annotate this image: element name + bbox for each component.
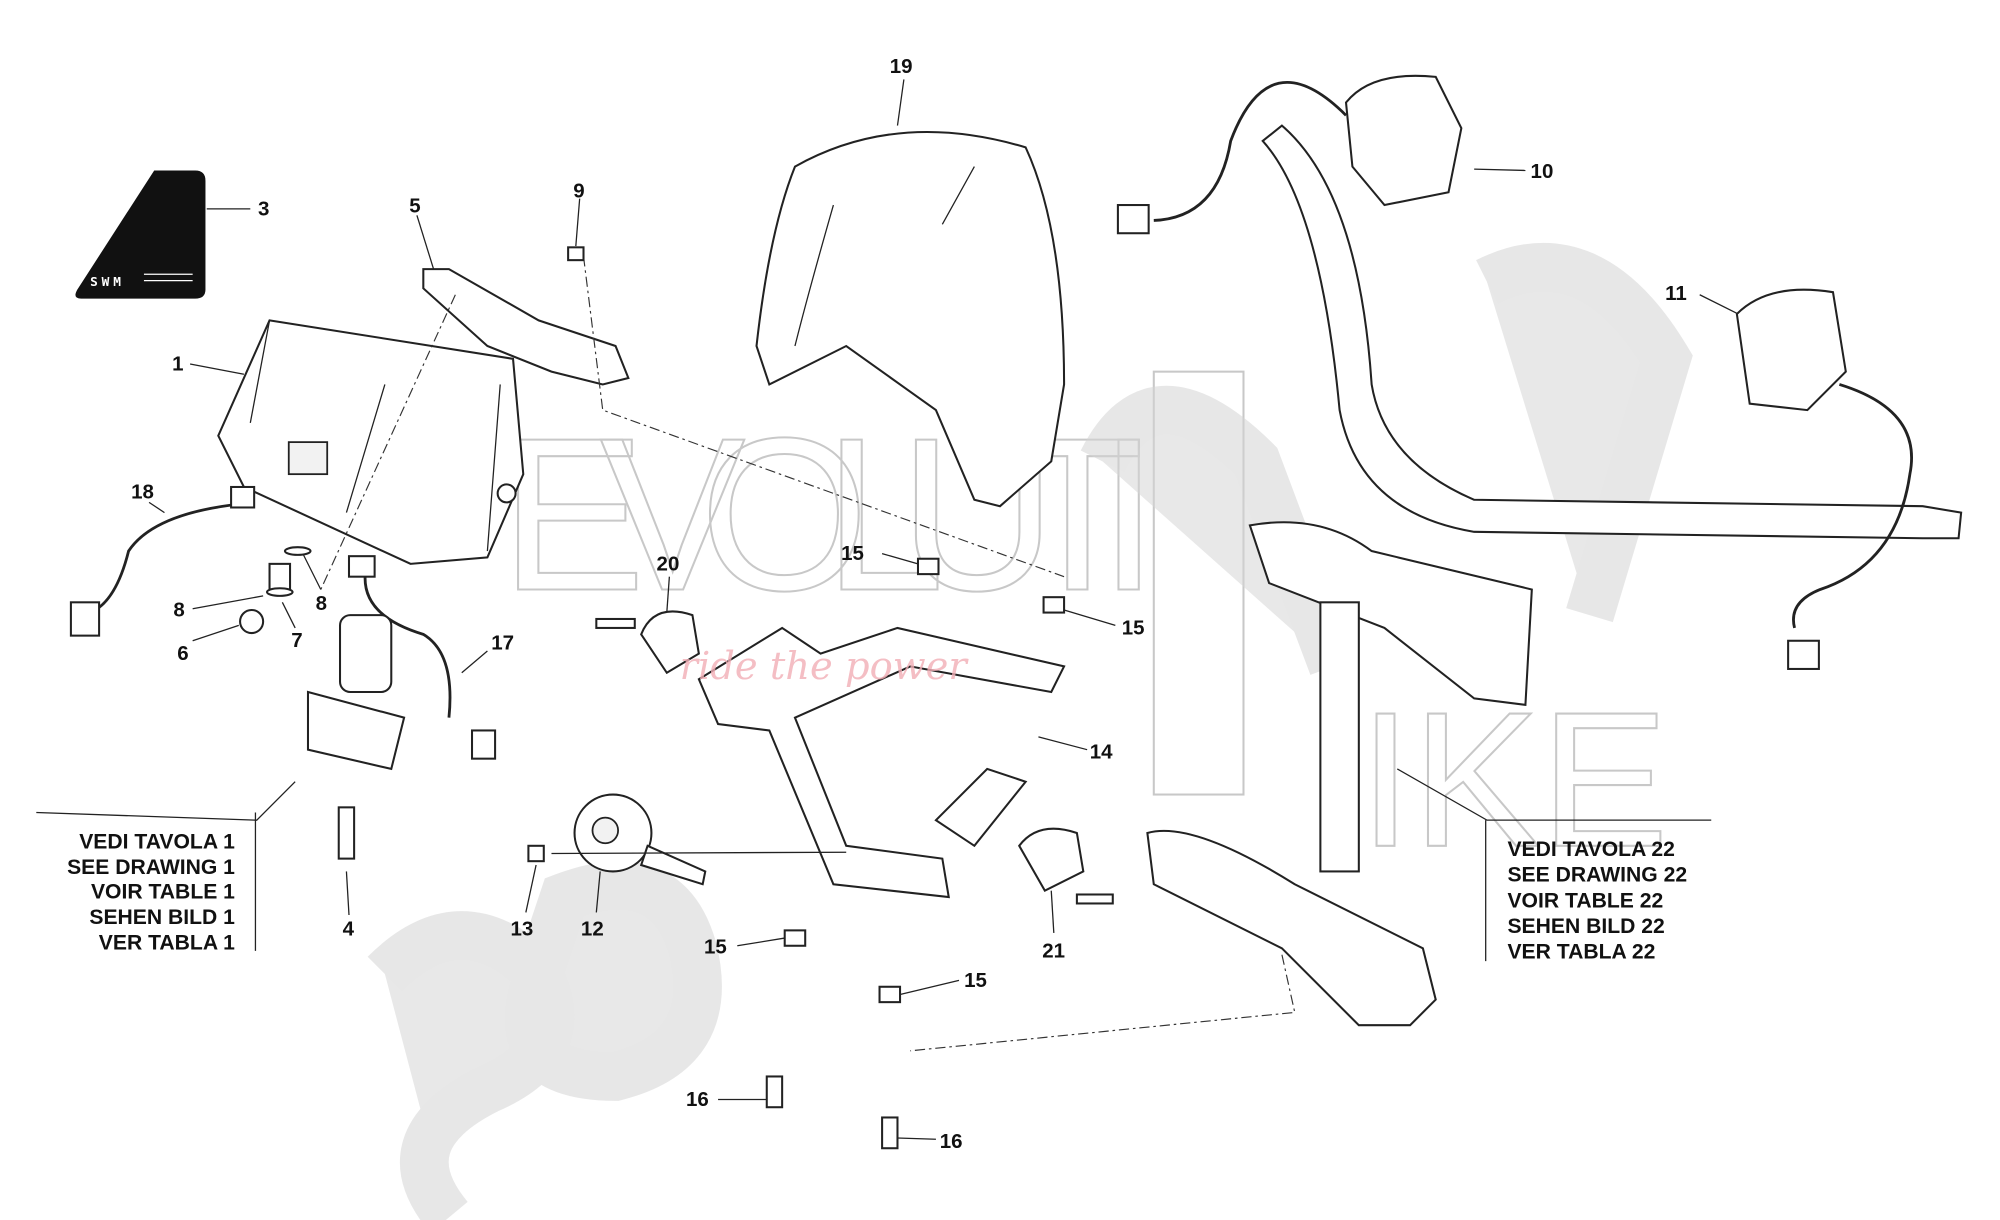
ref-left-line: SEHEN BILD 1 [89, 906, 235, 929]
logo-text: SWM [90, 275, 125, 290]
label-8a: 8 [173, 598, 184, 621]
label-8b: 8 [316, 592, 327, 615]
bolts-16 [718, 1075, 936, 1150]
label-20: 20 [657, 552, 680, 575]
left-switch [1116, 74, 1526, 235]
label-16b: 16 [940, 1130, 963, 1153]
reference-left: VEDI TAVOLA 1 SEE DRAWING 1 VOIR TABLE 1… [67, 812, 257, 955]
swm-logo-sticker: SWM [75, 170, 251, 299]
svg-text:IKE: IKE [1359, 672, 1669, 887]
label-15c: 15 [704, 935, 727, 958]
part-labels: 1 3 4 5 6 7 8 8 9 10 11 12 13 14 15 15 1… [131, 55, 1687, 1153]
headlight-bracket [697, 626, 1088, 899]
ref-right-line: VEDI TAVOLA 22 [1507, 838, 1674, 861]
label-9: 9 [573, 179, 584, 202]
mount-21 [1017, 827, 1114, 933]
label-7: 7 [291, 629, 302, 652]
label-13: 13 [510, 918, 533, 941]
right-switch [1699, 288, 1913, 670]
small-parts-6-7-8 [192, 546, 322, 642]
label-12: 12 [581, 918, 604, 941]
watermark-slogan: ride the power [680, 644, 970, 689]
ref-left-line: VER TABLA 1 [99, 932, 235, 955]
svg-text:EVOLUTI: EVOLUTI [500, 393, 1166, 636]
label-4: 4 [343, 918, 355, 941]
label-15b: 15 [1122, 616, 1145, 639]
nuts-15 [737, 552, 1116, 1004]
horn [525, 793, 847, 913]
label-21: 21 [1042, 939, 1065, 962]
ref-left-line: SEE DRAWING 1 [67, 856, 235, 879]
ref-left-line: VOIR TABLE 1 [91, 880, 235, 903]
instrument-cluster [189, 319, 525, 565]
label-16a: 16 [686, 1088, 709, 1111]
ref-right-line: SEHEN BILD 22 [1507, 915, 1664, 938]
ref-right-line: VOIR TABLE 22 [1507, 889, 1663, 912]
label-5: 5 [409, 195, 420, 218]
label-18: 18 [131, 481, 154, 504]
label-19: 19 [890, 55, 913, 78]
label-14: 14 [1090, 741, 1113, 764]
reference-right: VEDI TAVOLA 22 SEE DRAWING 22 VOIR TABLE… [1485, 820, 1687, 964]
cluster-bracket [320, 215, 1065, 590]
wiring-17 [347, 555, 497, 760]
label-17: 17 [491, 632, 514, 655]
wiring-18 [69, 485, 256, 637]
label-1: 1 [172, 352, 183, 375]
label-11: 11 [1665, 282, 1687, 305]
label-3: 3 [258, 197, 269, 220]
ignition-switch [36, 614, 406, 916]
label-6: 6 [177, 642, 188, 665]
screw-9 [567, 198, 585, 262]
label-15d: 15 [964, 969, 987, 992]
ref-right-line: SEE DRAWING 22 [1507, 864, 1687, 887]
ref-left-line: VEDI TAVOLA 1 [79, 830, 235, 853]
label-15a: 15 [841, 542, 864, 565]
headlight-fairing [755, 79, 1066, 508]
mount-20 [595, 576, 700, 675]
ref-right-line: VER TABLA 22 [1507, 941, 1655, 964]
handlebar [1261, 124, 1963, 540]
label-10: 10 [1531, 160, 1554, 183]
steering-stem [910, 521, 1712, 1052]
